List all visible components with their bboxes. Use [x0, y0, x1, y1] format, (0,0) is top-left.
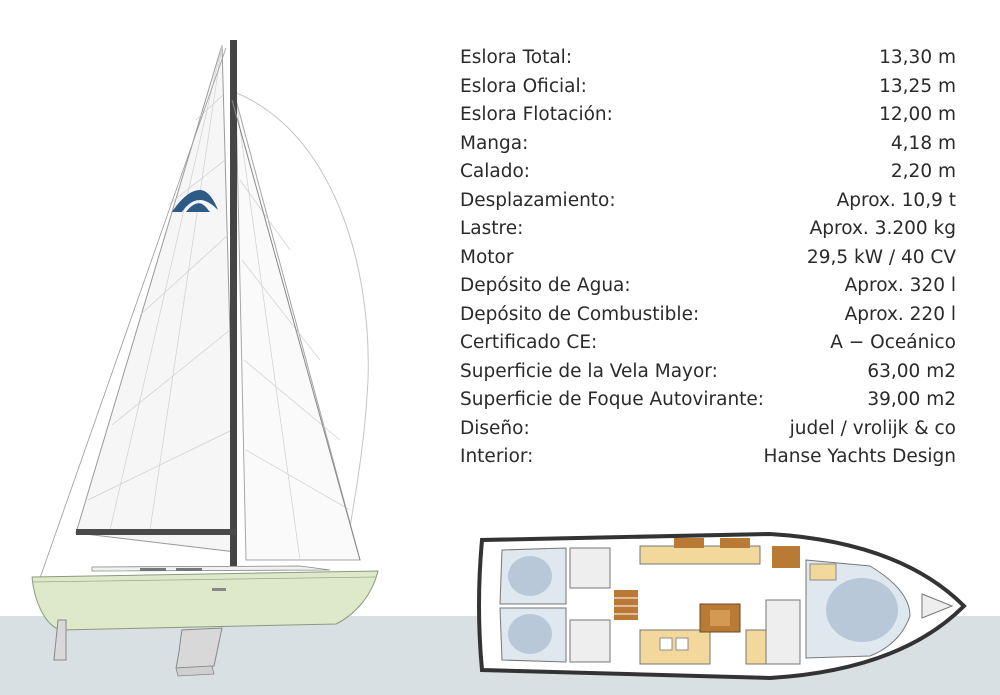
spec-row: Superficie de Foque Autovirante: 39,00 m2	[460, 386, 956, 415]
spec-row: Eslora Flotación: 12,00 m	[460, 101, 956, 130]
spec-value: Aprox. 320 l	[844, 275, 956, 296]
spec-label: Motor	[460, 246, 514, 268]
aft-head	[569, 547, 611, 589]
sailboat-profile-drawing	[31, 40, 379, 677]
spec-row: Diseño: judel / vrolijk & co	[460, 415, 956, 444]
spec-label: Eslora Flotación:	[460, 104, 613, 125]
spec-label: Manga:	[460, 132, 529, 154]
spec-label: Eslora Oficial:	[460, 75, 587, 97]
backstay	[39, 47, 227, 579]
boom	[76, 529, 236, 535]
spec-row: Certificado CE: A − Oceánico	[460, 329, 956, 358]
spec-value: 29,5 kW / 40 CV	[806, 246, 956, 268]
keel	[175, 627, 223, 669]
spec-value: 12,00 m	[879, 104, 956, 125]
spec-value: 39,00 m2	[867, 389, 956, 410]
spec-label: Superficie de Foque Autovirante:	[460, 389, 765, 410]
forward-head	[765, 599, 801, 665]
spec-value: Aprox. 10,9 t	[836, 189, 956, 211]
spec-row: Depósito de Combustible: Aprox. 220 l	[460, 301, 956, 330]
forestay	[231, 99, 361, 561]
spec-value: A − Oceánico	[830, 332, 956, 353]
spec-label: Diseño:	[460, 417, 530, 439]
spec-value: 2,20 m	[890, 161, 956, 182]
gennaker-outline	[233, 91, 369, 561]
spec-row: Lastre: Aprox. 3.200 kg	[460, 215, 956, 244]
hanse-wave-logo	[172, 190, 218, 212]
saloon-sofa-port	[639, 545, 761, 565]
spec-label: Calado:	[460, 161, 531, 182]
spec-value: judel / vrolijk & co	[789, 417, 956, 439]
spec-row: Calado: 2,20 m	[460, 158, 956, 187]
spec-row: Manga: 4,18 m	[460, 130, 956, 159]
spec-label: Depósito de Agua:	[460, 275, 631, 296]
spec-value: 13,30 m	[879, 47, 956, 68]
spec-value: 63,00 m2	[867, 360, 956, 382]
spec-value: 4,18 m	[890, 132, 956, 154]
galley	[639, 629, 711, 665]
spec-table: Eslora Total: 13,30 m Eslora Oficial: 13,25…	[460, 44, 956, 472]
spec-label: Lastre:	[460, 218, 524, 239]
spec-value: Aprox. 220 l	[844, 303, 956, 325]
spec-label: Depósito de Combustible:	[460, 303, 700, 325]
bow-locker	[921, 593, 954, 619]
rudder	[53, 619, 67, 661]
spec-row: Desplazamiento: Aprox. 10,9 t	[460, 187, 956, 216]
spec-value: Aprox. 3.200 kg	[809, 218, 956, 239]
cabin-top	[91, 565, 331, 572]
spec-label: Eslora Total:	[460, 47, 573, 68]
hull	[31, 570, 379, 631]
spec-row: Depósito de Agua: Aprox. 320 l	[460, 272, 956, 301]
spec-row: Interior: Hanse Yachts Design	[460, 443, 956, 472]
jib-sail	[235, 99, 361, 561]
spec-row: Eslora Oficial: 13,25 m	[460, 73, 956, 102]
spec-row: Motor 29,5 kW / 40 CV	[460, 244, 956, 273]
mast	[230, 40, 237, 568]
deck-layout-plan	[477, 531, 967, 681]
spec-label: Desplazamiento:	[460, 189, 616, 211]
spec-label: Interior:	[460, 446, 534, 467]
mainsail	[75, 44, 237, 553]
spec-value: Hanse Yachts Design	[763, 446, 956, 467]
companionway	[614, 590, 638, 620]
spec-row: Eslora Total: 13,30 m	[460, 44, 956, 73]
spec-row: Superficie de la Vela Mayor: 63,00 m2	[460, 358, 956, 387]
spec-value: 13,25 m	[879, 75, 956, 97]
spec-label: Superficie de la Vela Mayor:	[460, 360, 718, 382]
sail-seams	[87, 44, 351, 561]
spec-label: Certificado CE:	[460, 332, 598, 353]
